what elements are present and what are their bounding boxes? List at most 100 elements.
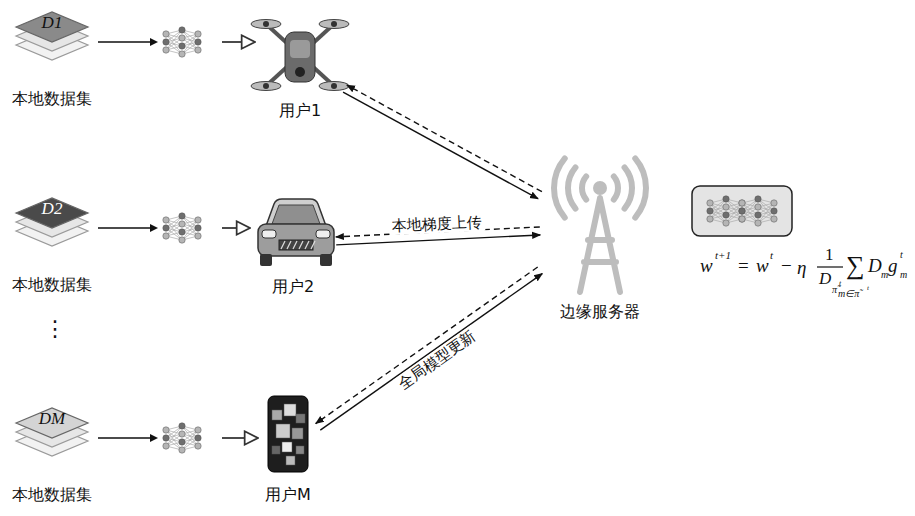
nn-neuron xyxy=(771,200,777,206)
neural-net-icon xyxy=(707,196,745,226)
car-wheel xyxy=(260,254,272,266)
node-label: 用户2 xyxy=(272,278,314,296)
formula-part: = xyxy=(738,256,749,275)
upload-arrow xyxy=(343,92,538,199)
nn-neuron xyxy=(179,51,185,57)
pixel-block xyxy=(276,424,290,438)
nn-neuron xyxy=(707,216,713,222)
grille-stripe xyxy=(281,241,285,249)
car-cabin xyxy=(266,199,326,226)
formula-part: η xyxy=(797,258,806,277)
formula-part: m xyxy=(900,270,907,280)
rotor-hub xyxy=(263,21,269,27)
dataset-symbol: DM xyxy=(39,406,65,429)
nn-neuron xyxy=(179,229,185,235)
phone-icon xyxy=(268,396,308,472)
nn-neuron xyxy=(179,423,185,429)
neural-net-icon xyxy=(163,213,201,243)
drone-panel xyxy=(290,40,310,58)
formula-part: − xyxy=(781,256,792,275)
drone-body xyxy=(285,32,315,82)
nn-neuron xyxy=(707,208,713,214)
nn-neuron xyxy=(195,39,201,45)
car-headlight xyxy=(316,230,330,238)
dataset-node: DM本地数据集 xyxy=(6,406,98,504)
rotor-hub xyxy=(263,83,269,89)
formula-part: t xyxy=(900,250,903,260)
nn-neuron xyxy=(739,200,745,206)
nn-neuron xyxy=(179,237,185,243)
nn-neuron xyxy=(179,213,185,219)
rotor-hub xyxy=(331,83,337,89)
nn-neuron xyxy=(771,216,777,222)
nn-neuron xyxy=(771,208,777,214)
neural-net-icon xyxy=(163,423,201,453)
nn-neuron xyxy=(195,233,201,239)
edge-label: 本地梯度上传 xyxy=(389,213,486,236)
formula-part: w xyxy=(756,256,769,275)
nn-neuron xyxy=(195,217,201,223)
nn-neuron xyxy=(739,200,745,206)
formula-part: t xyxy=(839,280,841,288)
nn-neuron xyxy=(179,35,185,41)
nn-neuron xyxy=(755,204,761,210)
drone-rotor xyxy=(251,82,281,91)
pixel-block xyxy=(292,428,303,439)
nn-neuron xyxy=(195,225,201,231)
formula-part: D xyxy=(819,270,831,287)
formula-part: D xyxy=(868,256,882,275)
drone-lens xyxy=(295,67,305,77)
pixel-block xyxy=(286,456,295,465)
nn-neuron xyxy=(179,447,185,453)
drone-rotor xyxy=(319,82,349,91)
grille-stripe xyxy=(305,241,309,249)
grille-stripe xyxy=(299,241,303,249)
nn-neuron xyxy=(755,196,761,202)
nn-neuron xyxy=(163,47,169,53)
nn-neuron xyxy=(723,220,729,226)
nn-neuron xyxy=(179,43,185,49)
nn-neuron xyxy=(163,39,169,45)
car-wheel xyxy=(320,254,332,266)
node-label: 用户1 xyxy=(279,102,321,120)
nn-neuron xyxy=(195,435,201,441)
dataset-symbol: D1 xyxy=(42,10,63,33)
drone-rotor xyxy=(319,20,349,29)
signal-wave xyxy=(625,167,632,208)
user-node: 用户2 xyxy=(250,190,336,296)
neural-net-icon xyxy=(163,27,201,57)
antenna-icon xyxy=(554,158,646,292)
nn-neuron xyxy=(755,212,761,218)
nn-neuron xyxy=(195,47,201,53)
car-headlight xyxy=(262,230,276,238)
fraction-bar xyxy=(817,266,843,267)
nn-neuron xyxy=(179,431,185,437)
input-arrow xyxy=(98,41,255,42)
pixel-block xyxy=(296,446,304,454)
nn-neuron xyxy=(707,200,713,206)
nn-neuron xyxy=(163,217,169,223)
formula-part: π̃ xyxy=(832,285,837,295)
arrowhead xyxy=(150,434,158,442)
grille-stripe xyxy=(287,241,291,249)
formula-part: g xyxy=(888,256,898,275)
nn-neuron xyxy=(163,435,169,441)
signal-wave xyxy=(582,176,586,199)
nn-neuron xyxy=(179,221,185,227)
signal-wave xyxy=(554,158,565,217)
arrowhead xyxy=(150,38,158,46)
nn-neuron xyxy=(179,439,185,445)
edge-label: 全局模型更新 xyxy=(393,325,482,395)
nn-neuron xyxy=(739,208,745,214)
nn-neuron xyxy=(739,208,745,214)
dataset-node: D2本地数据集 xyxy=(6,196,98,294)
upload-arrow xyxy=(336,235,540,245)
antenna-mast xyxy=(580,198,620,292)
nn-neuron xyxy=(723,212,729,218)
nn-neuron xyxy=(723,196,729,202)
user-node: 用户1 xyxy=(255,8,345,120)
arrowhead xyxy=(150,224,158,232)
nn-neuron xyxy=(755,220,761,226)
neural-net-icon xyxy=(739,196,777,226)
